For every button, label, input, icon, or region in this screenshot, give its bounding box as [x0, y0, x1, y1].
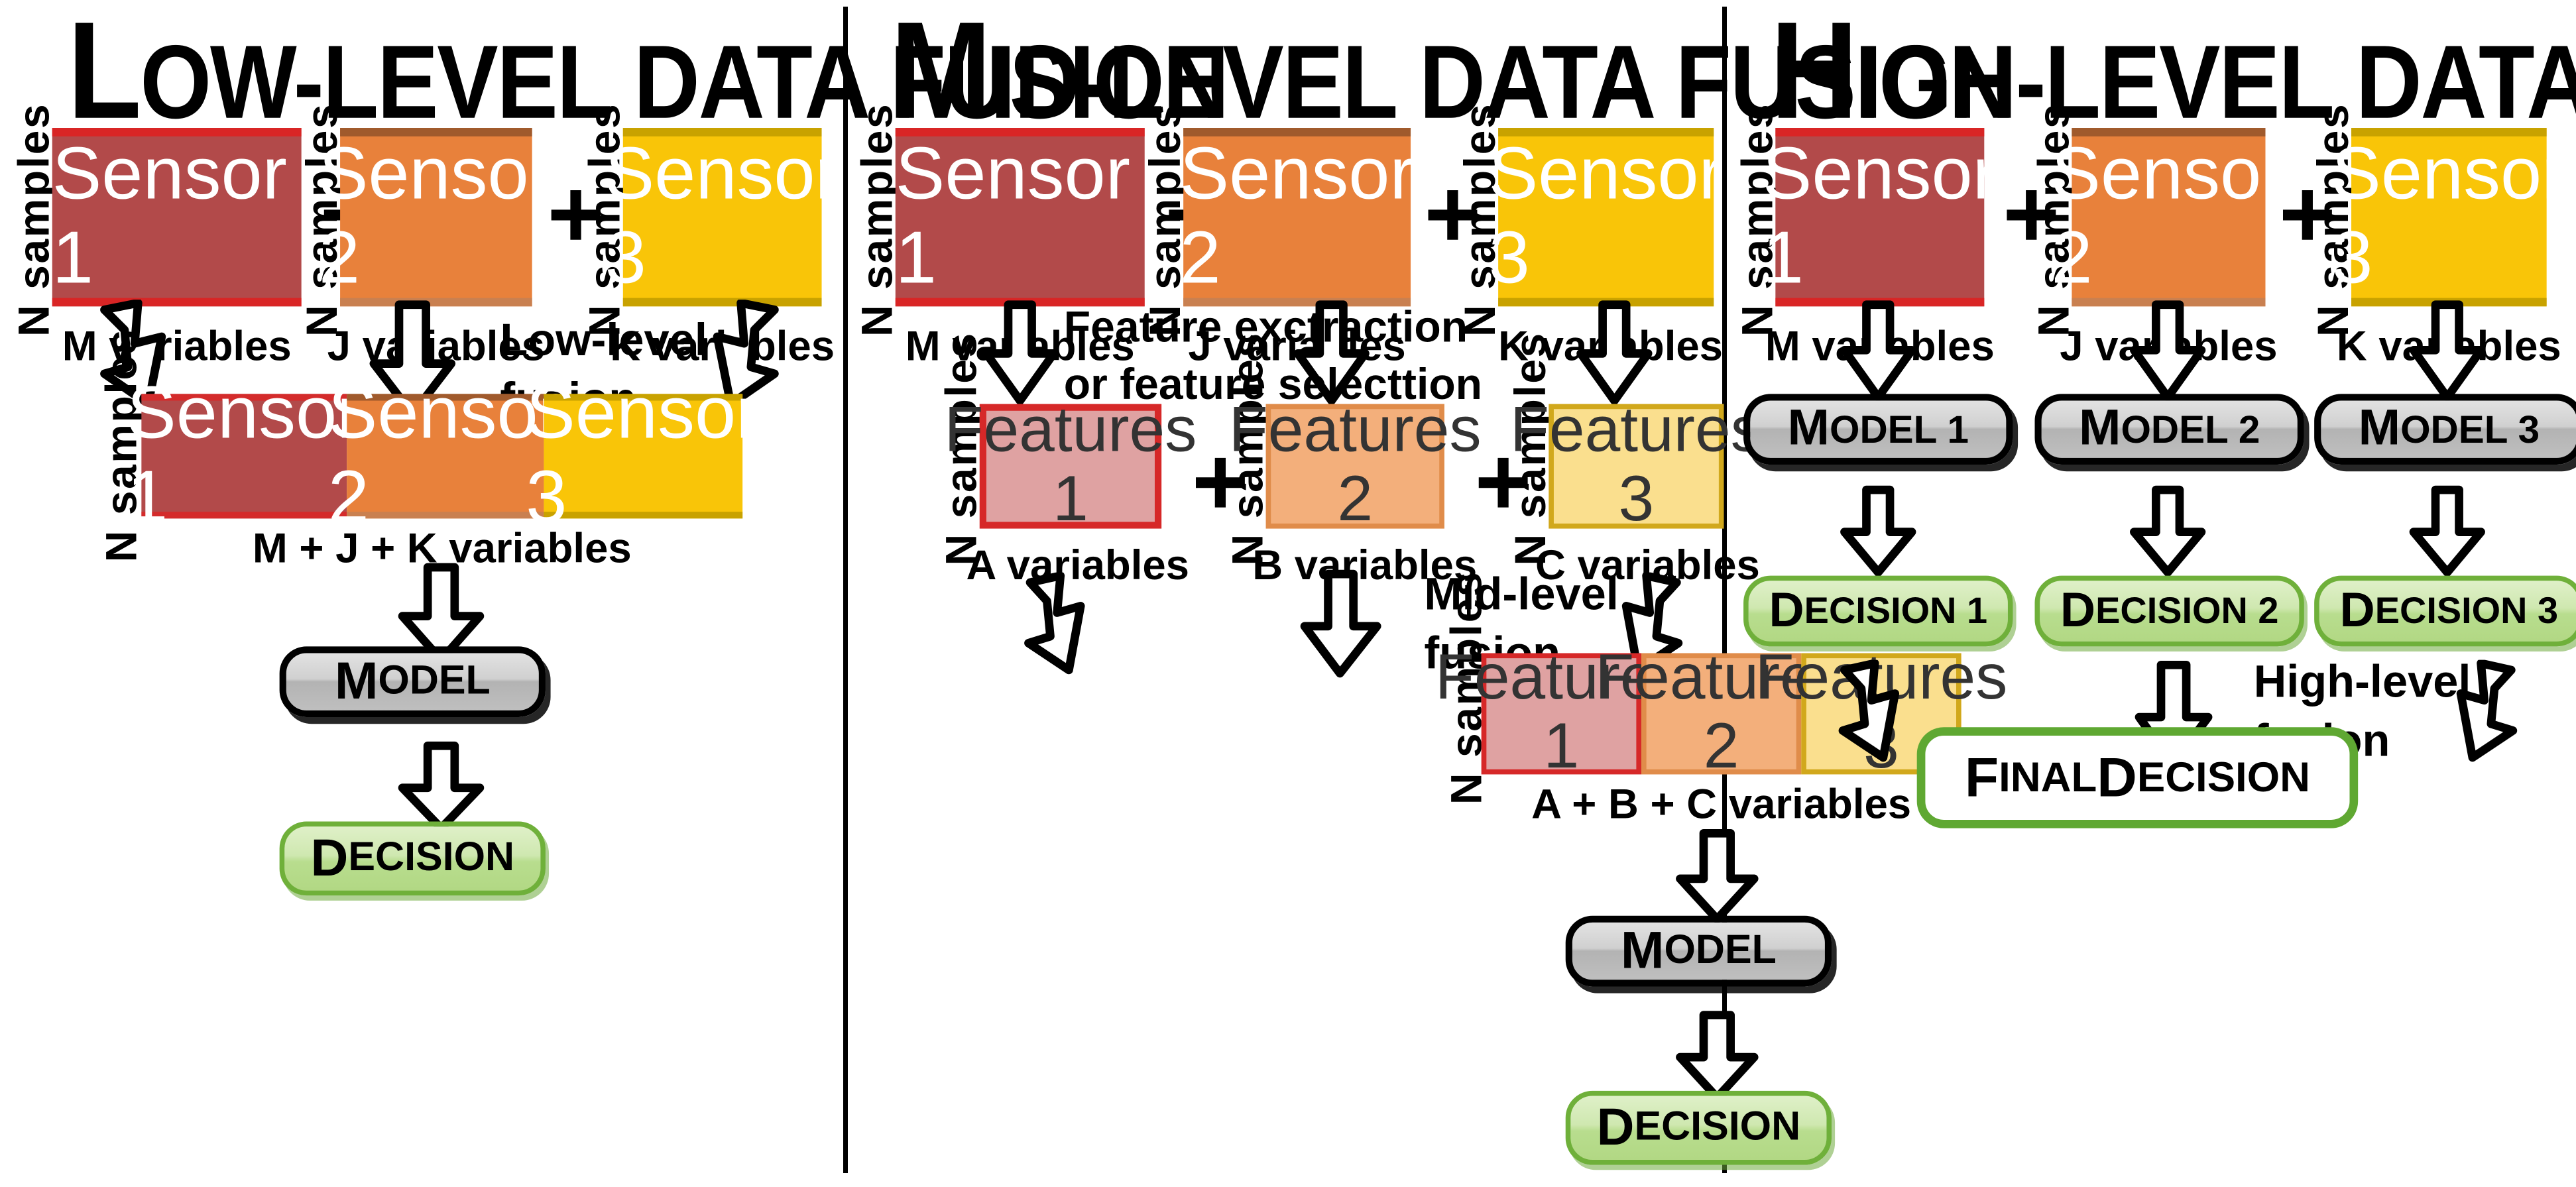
- sensor-box-2: Sensor 2: [2051, 128, 2286, 307]
- features-variables-1: A variables: [966, 541, 1189, 589]
- sensor-box-3: Sensor 3: [1489, 128, 1724, 307]
- sensor-box-1: Sensor 1: [895, 128, 1145, 307]
- panel-title-high: HIGH-LEVEL DATA FUSION: [1770, 0, 2576, 148]
- arrow-down-to-model: [1676, 828, 1759, 924]
- sensor-box-1: Sensor 1: [52, 128, 302, 307]
- arrow-down-to-decision-1: [1840, 485, 1916, 577]
- fusion-arrow-diagonal-left: [1024, 572, 1085, 675]
- arrow-down-to-decision-3: [2409, 485, 2485, 577]
- arrow-down-to-decision-2: [2130, 485, 2206, 577]
- panel-low-level-data-fusion: LOW-LEVEL DATA FUSION N samples Sensor 1…: [9, 0, 1230, 896]
- arrow-down-to-decision: [398, 741, 485, 833]
- plus-sign-1: +: [2003, 160, 2060, 270]
- fused-segment-sensor-2: Sensor 2: [327, 372, 563, 539]
- fusion-arrow-diagonal-left: [1838, 659, 1900, 762]
- sensor-box-3: Sensor 3: [605, 128, 840, 307]
- plus-sign-2: +: [547, 160, 605, 270]
- arrow-down-to-decision: [1676, 1011, 1759, 1102]
- sensor-variables-1: M variables: [62, 323, 292, 370]
- panel-title-mid: MID-LEVEL DATA FUSION: [890, 0, 2015, 148]
- sensor-variables-2: J variables: [1188, 323, 1406, 370]
- feature-extraction-arrow-left: [982, 300, 1058, 405]
- fused-data-block: Sensor 1 Sensor 2 Sensor 3: [127, 372, 761, 539]
- plus-sign-2: +: [2278, 160, 2336, 270]
- arrow-down-to-model-2: [2130, 300, 2206, 402]
- sensor-box-3: Sensor 3: [2331, 128, 2566, 307]
- fused-features-variables: A + B + C variables: [1531, 781, 1912, 828]
- fusion-arrow-down-center: [369, 300, 456, 419]
- arrow-down-to-model: [398, 563, 485, 665]
- panel-divider-2: [1722, 7, 1727, 1173]
- sensor-box-2: Sensor 2: [319, 128, 554, 307]
- sensor-box-2: Sensor 2: [1180, 128, 1415, 307]
- arrow-down-to-model-3: [2409, 300, 2485, 402]
- feature-extraction-arrow-center: [1293, 300, 1370, 405]
- panel-mid-level-data-fusion: MID-LEVEL DATA FUSION N samples Sensor 1…: [852, 0, 2576, 1187]
- feature-extraction-arrow-right: [1576, 300, 1653, 405]
- panel-divider-1: [843, 7, 848, 1173]
- fusion-arrow-down-center: [1300, 569, 1381, 678]
- fused-segment-sensor-1: Sensor 1: [127, 372, 362, 539]
- sensor-box-1: Sensor 1: [1763, 128, 1997, 307]
- panel-title-low: LOW-LEVEL DATA FUSION: [67, 0, 1230, 148]
- fusion-arrow-diagonal-right: [2456, 659, 2518, 762]
- panel-high-level-data-fusion: HIGH-LEVEL DATA FUSION N samples Sensor …: [1731, 0, 2576, 1187]
- arrow-down-to-model-1: [1840, 300, 1916, 402]
- feature-extraction-label: Feature exctraction or feature selecttio…: [1063, 301, 1483, 409]
- plus-sign-4: +: [1474, 427, 1532, 537]
- features-variables-2: B variables: [1252, 541, 1478, 589]
- plus-sign-2: +: [1424, 160, 1482, 270]
- fused-segment-sensor-3: Sensor 3: [526, 372, 761, 539]
- fusion-label-mid: Mid-level fusion: [1424, 569, 1619, 678]
- plus-sign-3: +: [1191, 427, 1249, 537]
